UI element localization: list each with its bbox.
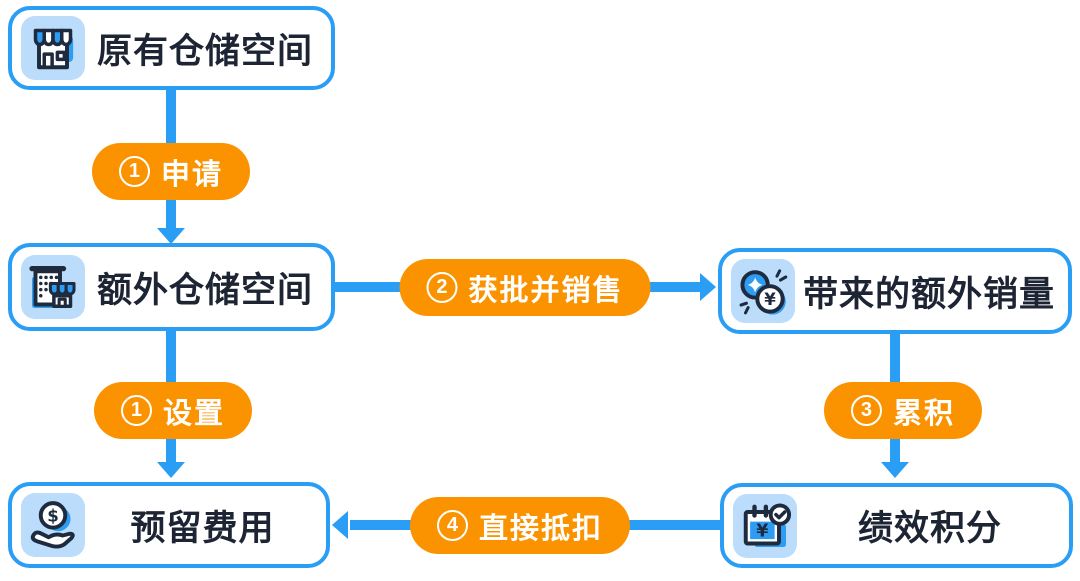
node-label: 绩效积分 <box>857 509 1002 548</box>
step-accumulate-badge: 3 累积 <box>823 382 983 439</box>
arrowhead-right-icon <box>700 273 716 301</box>
step-apply-badge: 1 申请 <box>91 143 251 200</box>
svg-text:¥: ¥ <box>756 521 768 541</box>
node-extra-sales: ¥ 带来的额外销量 <box>718 248 1072 334</box>
arrowhead-down-icon <box>157 462 185 478</box>
step-label: 设置 <box>162 397 226 430</box>
calendar-yen-check-icon: ¥ <box>733 493 797 558</box>
node-reserved-fee: $ 预留费用 <box>8 482 330 568</box>
svg-text:¥: ¥ <box>764 290 776 309</box>
step-setup-badge: 1 设置 <box>93 382 253 439</box>
coins-yen-icon: ¥ <box>731 259 795 323</box>
step-number: 3 <box>850 395 882 426</box>
step-label: 获批并销售 <box>468 274 624 307</box>
step-number: 1 <box>118 156 150 187</box>
hand-coin-icon: $ <box>21 493 85 557</box>
node-label: 带来的额外销量 <box>803 274 1056 314</box>
svg-text:$: $ <box>47 507 59 526</box>
storefront-icon <box>21 16 85 80</box>
node-label: 额外仓储空间 <box>96 270 313 310</box>
step-number: 1 <box>120 395 152 426</box>
step-direct-deduct-badge: 4 直接抵扣 <box>409 497 631 554</box>
step-label: 直接抵扣 <box>478 512 604 545</box>
step-approved-and-sell-badge: 2 获批并销售 <box>399 259 651 316</box>
building-storefront-icon <box>21 255 85 319</box>
step-number: 2 <box>426 272 458 303</box>
step-label: 累积 <box>892 397 956 430</box>
step-number: 4 <box>436 510 468 541</box>
arrowhead-down-icon <box>157 228 185 244</box>
node-label: 预留费用 <box>130 508 275 548</box>
node-original-storage: 原有仓储空间 <box>8 6 335 90</box>
node-label: 原有仓储空间 <box>96 31 313 71</box>
step-label: 申请 <box>160 158 224 191</box>
node-performance-points: ¥ 绩效积分 <box>720 483 1073 568</box>
node-extra-storage: 额外仓储空间 <box>8 243 335 331</box>
arrowhead-down-icon <box>881 462 909 478</box>
arrowhead-left-icon <box>332 511 348 539</box>
